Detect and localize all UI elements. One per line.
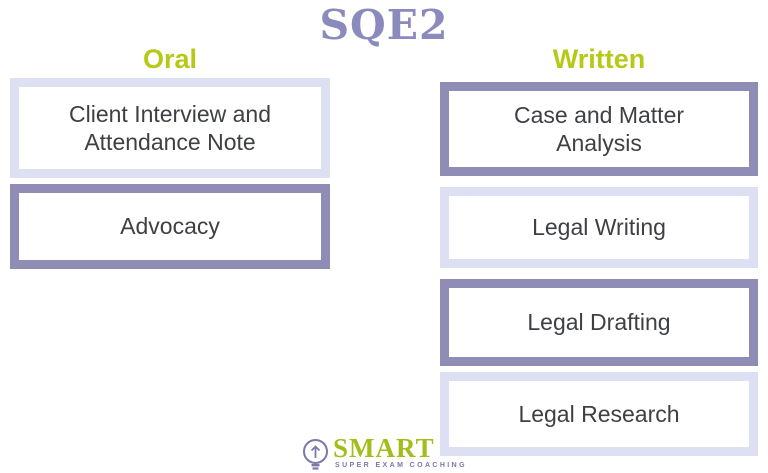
column-heading-written: Written bbox=[552, 44, 646, 74]
logo-name: SMART bbox=[333, 433, 435, 463]
box-legal-writing: Legal Writing bbox=[440, 187, 758, 268]
box-legal-drafting: Legal Drafting bbox=[440, 279, 758, 366]
box-client-interview-attendance-note: Client Interview and Attendance Note bbox=[10, 78, 330, 178]
lightbulb-icon bbox=[303, 439, 329, 470]
logo: SMART SUPER EXAM COACHING bbox=[0, 433, 768, 471]
box-case-and-matter-analysis: Case and Matter Analysis bbox=[440, 82, 758, 176]
logo-text: SMART SUPER EXAM COACHING bbox=[333, 433, 467, 470]
box-advocacy: Advocacy bbox=[10, 184, 330, 269]
logo-tagline: SUPER EXAM COACHING bbox=[335, 462, 467, 469]
box-legal-research: Legal Research bbox=[440, 372, 758, 456]
page-title: SQE2 bbox=[319, 1, 449, 49]
column-heading-oral: Oral bbox=[142, 44, 198, 74]
